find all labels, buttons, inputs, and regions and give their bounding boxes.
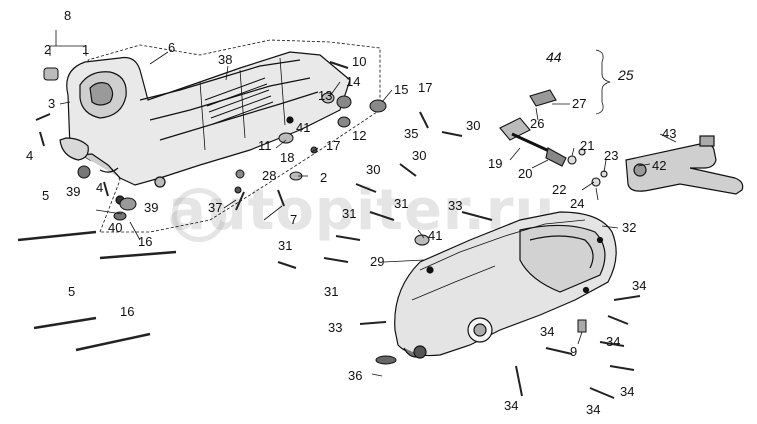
callout-label: 2 (320, 170, 327, 185)
callout-label: 34 (540, 324, 554, 339)
callout-label: 31 (278, 238, 292, 253)
callout-label: 35 (404, 126, 418, 141)
callout-label: 25 (617, 67, 634, 83)
callout-label: 29 (370, 254, 384, 269)
callout-label: 21 (580, 138, 594, 153)
callout-label: 42 (652, 158, 666, 173)
callout-label: 34 (606, 334, 620, 349)
kick-shaft-assembly (499, 89, 608, 187)
callout-label: 31 (394, 196, 408, 211)
callout-label: 26 (530, 116, 544, 131)
callout-label: 43 (662, 126, 676, 141)
callout-label: 10 (352, 54, 366, 69)
crankcase-cover-right (394, 211, 617, 359)
callout-label: 33 (328, 320, 342, 335)
callout-label: 36 (348, 368, 362, 383)
callout-label: 19 (488, 156, 502, 171)
callout-label: 28 (262, 168, 276, 183)
callout-label: 34 (620, 384, 634, 399)
callout-label: 5 (68, 284, 75, 299)
callout-label: 30 (366, 162, 380, 177)
callout-label: 39 (66, 184, 80, 199)
callout-label: 24 (570, 196, 584, 211)
callout-label: 4 (96, 180, 103, 195)
callout-label: 16 (120, 304, 134, 319)
callout-label: 6 (168, 40, 175, 55)
callout-label: 40 (108, 220, 122, 235)
callout-label: 14 (346, 74, 360, 89)
callout-label: 11 (258, 138, 272, 153)
callout-label: 44 (546, 49, 562, 65)
callout-label: 17 (326, 138, 340, 153)
studs (17, 230, 177, 352)
bolts (35, 61, 641, 399)
callout-label: 15 (394, 82, 408, 97)
leader-lines (49, 30, 677, 377)
callout-label: 20 (518, 166, 532, 181)
callout-label: 41 (296, 120, 310, 135)
callout-label: 9 (570, 344, 577, 359)
callout-label: 34 (632, 278, 646, 293)
callout-label: 1 (82, 42, 89, 57)
callout-label: 37 (208, 200, 222, 215)
callout-labels: 8 2 1 6 38 10 3 4 39 4 5 40 39 16 37 28 … (26, 8, 676, 417)
callout-label: 17 (418, 80, 432, 95)
callout-label: 8 (64, 8, 71, 23)
small-parts (43, 67, 587, 365)
callout-label: 31 (342, 206, 356, 221)
callout-label: 12 (352, 128, 366, 143)
callout-label: 33 (448, 198, 462, 213)
callout-label: 30 (466, 118, 480, 133)
callout-label: 30 (412, 148, 426, 163)
kick-starter-lever (625, 135, 744, 195)
callout-label: 39 (144, 200, 158, 215)
callout-label: 32 (622, 220, 636, 235)
callout-label: 16 (138, 234, 152, 249)
callout-label: 34 (586, 402, 600, 417)
callout-label: 34 (504, 398, 518, 413)
crankcase-left (59, 39, 381, 233)
callout-label: 41 (428, 228, 442, 243)
callout-label: 5 (42, 188, 49, 203)
callout-label: 3 (48, 96, 55, 111)
callout-label: 13 (318, 88, 332, 103)
callout-label: 27 (572, 96, 586, 111)
callout-label: 22 (552, 182, 566, 197)
callout-label: 38 (218, 52, 232, 67)
callout-label: 7 (290, 212, 297, 227)
callout-label: 18 (280, 150, 294, 165)
callout-label: 2 (44, 42, 51, 57)
callout-label: 23 (604, 148, 618, 163)
callout-label: 31 (324, 284, 338, 299)
callout-label: 4 (26, 148, 33, 163)
